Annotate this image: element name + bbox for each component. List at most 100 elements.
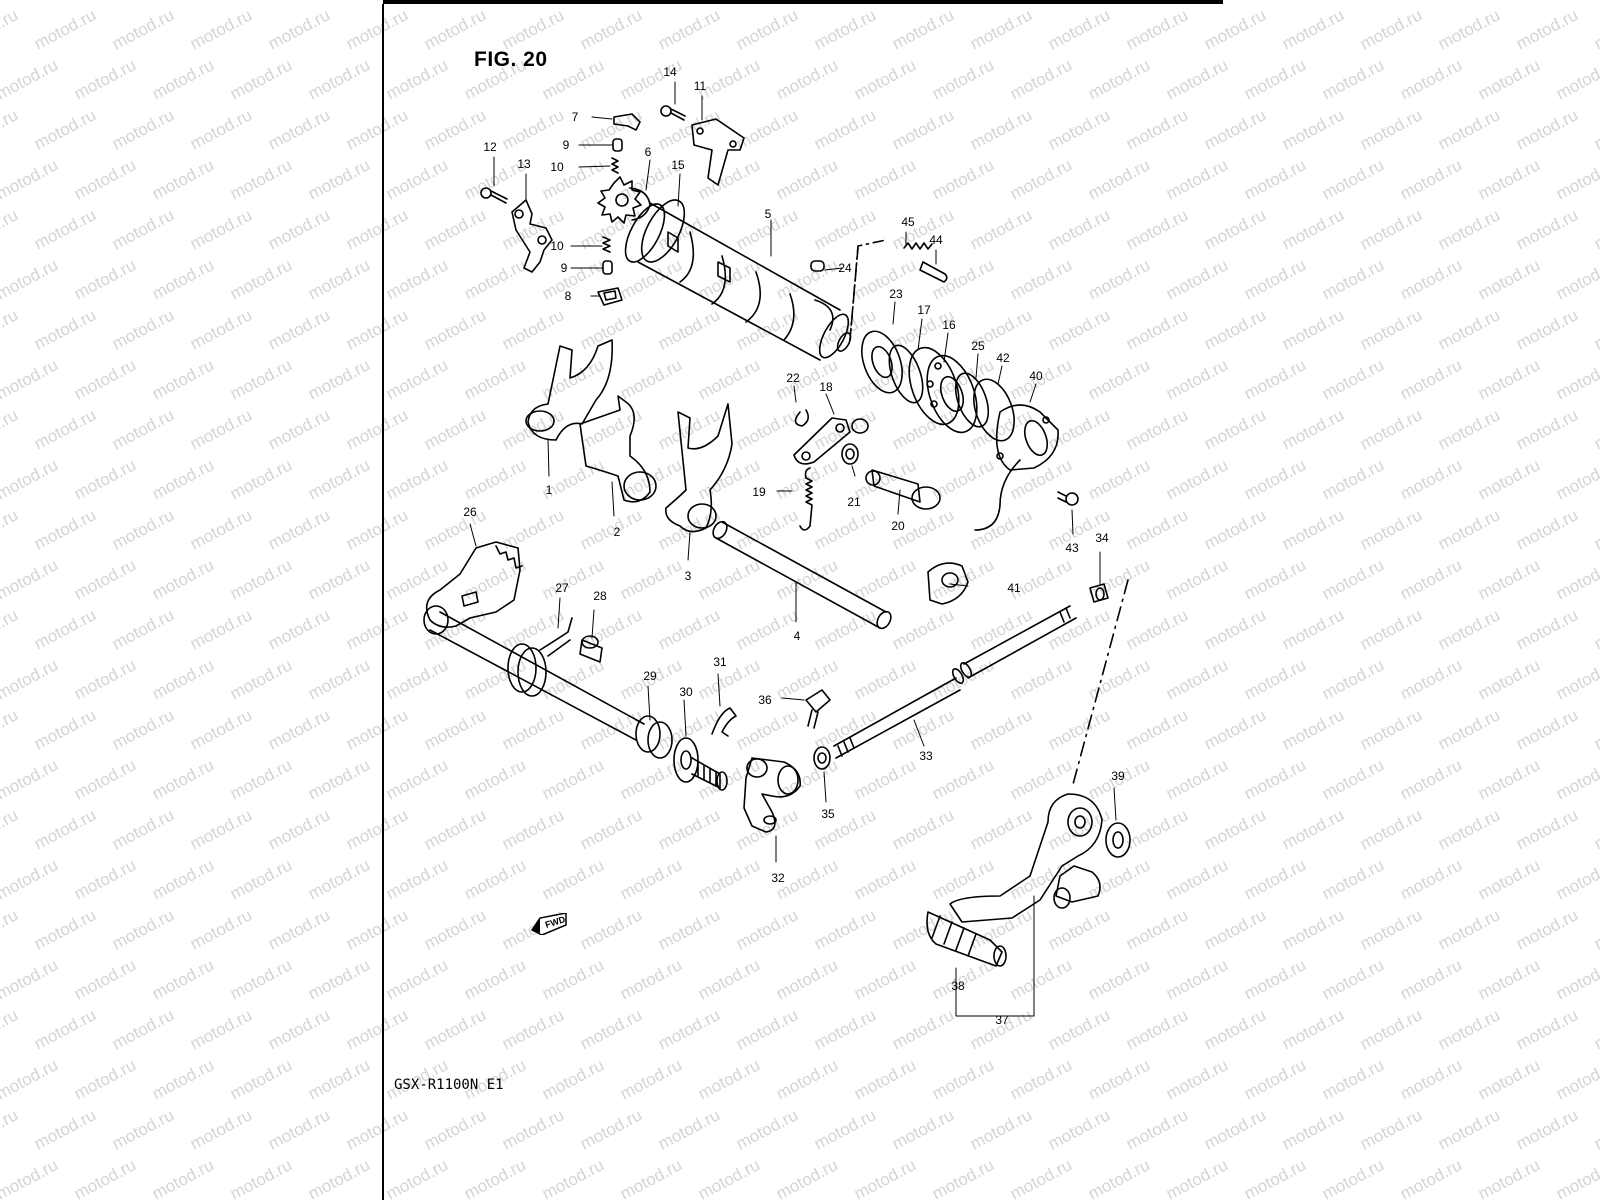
callout-label-c33: 33 [919,749,933,763]
part-4-fork-shaft [712,520,892,630]
frame-left-border [382,4,384,1200]
part-11-plate [691,118,745,186]
model-code: GSX-R1100N E1 [394,1077,504,1093]
part-45-spring [903,242,933,250]
callout-label-c29: 29 [643,669,657,683]
part-37-gearshift-lever [949,793,1103,923]
callout-label-c11: 11 [694,79,707,93]
callout-label-c28: 28 [593,589,607,603]
callout-label-c1: 1 [546,483,553,497]
callout-label-c43: 43 [1065,541,1079,555]
part-9-pin-upper [612,138,623,152]
callout-label-c37: 37 [995,1013,1009,1027]
callout-label-c10a: 10 [550,160,564,174]
part-14-bolt [660,105,686,121]
part-33-gearshift-link-rod [833,605,1077,759]
callout-label-c30: 30 [679,685,693,699]
forward-arrow-icon [530,913,567,935]
part-10-spring-lower [602,236,611,253]
gearshift-shaft-spline [691,757,728,791]
callout-label-c44: 44 [929,233,943,247]
callout-label-c34: 34 [1095,531,1109,545]
part-36-bolt [805,689,831,729]
part-44-pin [919,261,948,283]
part-41-grommet [927,562,969,605]
callout-label-c38: 38 [951,979,965,993]
assembly-leader-dashed [849,239,1129,789]
part-19-spring [799,467,813,531]
part-22-circlip [794,409,810,427]
callout-label-c10b: 10 [550,239,564,253]
part-15-drum-end-ring [640,199,686,263]
part-35-nut [813,746,831,770]
part-25-circlip [954,372,990,428]
callout-label-c23: 23 [889,287,903,301]
callout-label-c40: 40 [1029,369,1043,383]
part-1-shift-fork [525,339,613,441]
callout-label-c20: 20 [891,519,905,533]
part-20-bolt [865,469,941,510]
part-24-pin [810,260,825,272]
callout-label-c31: 31 [713,655,727,669]
callout-label-c14: 14 [663,65,677,79]
part-2-shift-fork [579,395,657,503]
callout-label-c19: 19 [752,485,766,499]
part-7-cam-stopper-plate [613,113,641,131]
part-29-oil-seal [635,715,673,759]
callout-label-c26: 26 [463,505,477,519]
callout-labels: 1234567899101011121314151617181920212223… [463,65,1125,1027]
callout-label-c25: 25 [971,339,985,353]
part-43-bolt [1057,491,1079,506]
callout-label-c24: 24 [838,261,852,275]
gearshift-shaft [423,605,645,741]
callout-label-c9b: 9 [561,261,568,275]
callout-leader-lines [469,81,1117,1017]
callout-label-c36: 36 [758,693,772,707]
part-34-nut [1089,583,1109,603]
part-8-guide [597,287,623,306]
callout-label-c35: 35 [821,807,835,821]
part-28-stopper-bolt [579,635,603,663]
callout-label-c2: 2 [614,525,621,539]
part-27-return-spring [507,617,573,697]
part-38-lever-rubber [926,911,1007,967]
part-6-cam-star [597,176,651,224]
part-18-stopper-lever [793,417,869,465]
callout-label-c32: 32 [771,871,785,885]
callout-label-c15: 15 [671,158,685,172]
callout-label-c18: 18 [819,380,833,394]
callout-label-c4: 4 [794,629,801,643]
part-17-circlip [888,344,924,404]
callout-label-c5: 5 [765,207,772,221]
part-31-circlip [711,707,737,737]
callout-label-c3: 3 [685,569,692,583]
callout-label-c41: 41 [1007,581,1021,595]
figure-title: FIG. 20 [474,48,548,71]
part-5-gearshift-cam-drum [624,202,852,361]
part-13-stopper-arm [511,199,553,273]
frame-top-border [383,0,1223,4]
part-9-pin-lower [602,260,613,275]
part-26-gearshift-arm [425,541,523,628]
callout-label-c17: 17 [917,303,931,317]
part-32-rod-joint [743,757,801,833]
part-40-cover [974,404,1059,531]
callout-label-c27: 27 [555,581,569,595]
part-21-washer [841,443,859,465]
part-16-bearing [908,346,978,434]
callout-label-c13: 13 [517,157,531,171]
callout-label-c22: 22 [786,371,800,385]
callout-label-c9a: 9 [563,138,570,152]
part-39-washer [1105,822,1131,858]
part-10-spring-upper [611,157,619,174]
part-23-retainer [861,330,903,394]
part-3-shift-fork [664,403,733,533]
callout-label-c16: 16 [942,318,956,332]
part-12-bolt [480,187,508,204]
callout-label-c42: 42 [996,351,1010,365]
callout-label-c21: 21 [847,495,861,509]
callout-label-c7: 7 [572,110,579,124]
callout-label-c45: 45 [901,215,915,229]
